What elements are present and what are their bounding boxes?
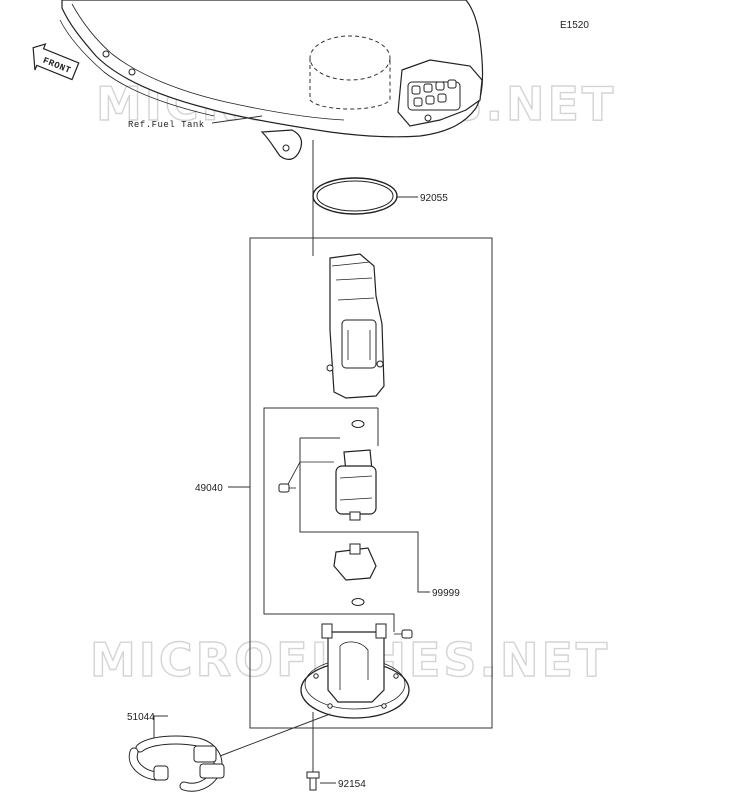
o-ring-92055[interactable] [312, 177, 398, 215]
fuel-tank-outline [59, 0, 484, 160]
part-number-92055[interactable]: 92055 [420, 193, 448, 204]
bolt-92154[interactable] [306, 771, 320, 791]
part-number-51044[interactable]: 51044 [127, 712, 155, 723]
screw-right[interactable] [394, 629, 413, 639]
screw-left[interactable] [278, 483, 296, 493]
ref-fuel-tank-label: Ref.Fuel Tank [128, 120, 205, 130]
fuel-pump-motor[interactable] [285, 449, 377, 521]
part-number-49040[interactable]: 49040 [195, 483, 223, 494]
pump-housing[interactable] [326, 253, 385, 399]
fuel-hose-51044[interactable] [128, 735, 225, 792]
assembly-frame-49040 [249, 237, 493, 729]
front-arrow-icon: FRONT [32, 43, 80, 81]
diagram-code: E1520 [560, 20, 589, 31]
pump-flange-plate[interactable] [300, 623, 410, 719]
part-number-92154[interactable]: 92154 [338, 779, 366, 790]
small-o-ring[interactable] [351, 420, 365, 428]
inner-frame-99999 [263, 407, 395, 632]
part-number-99999[interactable]: 99999 [432, 588, 460, 599]
lower-o-ring[interactable] [351, 598, 365, 606]
filter-cap[interactable] [333, 543, 377, 581]
